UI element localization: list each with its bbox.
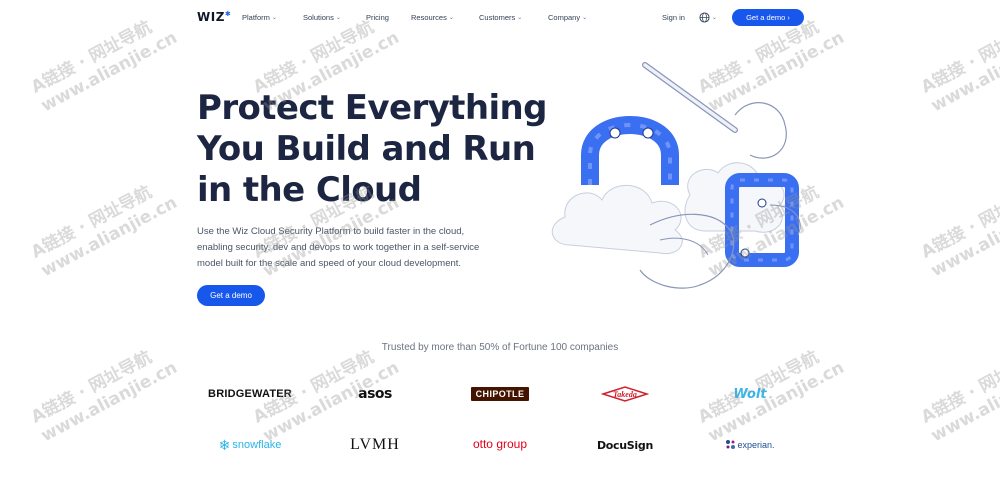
logo-text: LVMH xyxy=(350,436,400,453)
watermark-line: www.alianjie.cn xyxy=(37,27,181,117)
takeda-diamond-icon xyxy=(601,386,649,402)
logo-text: WIZ xyxy=(197,10,225,24)
chevron-down-icon: ⌄ xyxy=(582,15,588,21)
hero-title-line: in the Cloud xyxy=(197,170,422,210)
chipotle-logo: CHIPOTLE xyxy=(455,384,545,404)
sign-in-link[interactable]: Sign in xyxy=(662,13,685,22)
nav-item-label: Customers xyxy=(479,13,516,22)
get-demo-nav-button[interactable]: Get a demo › xyxy=(732,9,804,26)
lvmh-logo: LVMH xyxy=(330,435,420,455)
hero-title-line: You Build and Run xyxy=(197,129,536,169)
language-selector[interactable]: ⌄ xyxy=(699,11,721,23)
chevron-down-icon: ⌄ xyxy=(271,15,277,21)
logo-text: CHIPOTLE xyxy=(470,387,530,401)
hero-title: Protect Everything You Build and Run in … xyxy=(197,88,557,211)
watermark-line: A链接 · 网址导航 xyxy=(918,182,1000,263)
nav-item-resources[interactable]: Resources⌄ xyxy=(411,13,454,22)
wolt-logo: Wolt xyxy=(715,384,785,404)
trusted-heading: Trusted by more than 50% of Fortune 100 … xyxy=(381,342,619,353)
snowflake-logo: ❄ snowflake xyxy=(205,435,295,455)
logo-text: Takeda xyxy=(613,389,637,399)
bridgewater-logo: BRIDGEWATER xyxy=(200,384,300,404)
chevron-down-icon: ⌄ xyxy=(448,15,454,21)
nav-item-pricing[interactable]: Pricing xyxy=(366,13,389,22)
nav-item-solutions[interactable]: Solutions⌄ xyxy=(303,13,341,22)
hero-description: Use the Wiz Cloud Security Platform to b… xyxy=(197,226,480,269)
chevron-down-icon: ⌄ xyxy=(712,14,718,21)
chevron-down-icon: ⌄ xyxy=(335,15,341,21)
nav-item-platform[interactable]: Platform⌄ xyxy=(242,13,277,22)
experian-logo: experian. xyxy=(710,435,790,455)
wiz-logo[interactable]: WIZ✱ xyxy=(197,10,231,24)
logo-text: DocuSign xyxy=(596,438,654,452)
hero-title-line: Protect Everything xyxy=(197,88,547,128)
globe-icon xyxy=(699,11,710,23)
nav-item-customers[interactable]: Customers⌄ xyxy=(479,13,522,22)
chevron-right-icon: › xyxy=(787,13,790,22)
logo-text: otto group xyxy=(472,437,528,451)
logo-text: experian. xyxy=(737,440,775,450)
logo-text: Wolt xyxy=(733,386,767,402)
asos-logo: asos xyxy=(330,384,420,404)
experian-dots-icon xyxy=(726,440,736,449)
nav-item-label: Pricing xyxy=(366,13,389,22)
watermark-line: www.alianjie.cn xyxy=(927,27,1000,117)
otto-group-logo: otto group xyxy=(455,434,545,454)
get-demo-hero-button[interactable]: Get a demo xyxy=(197,285,265,306)
nav-item-label: Platform xyxy=(242,13,270,22)
top-navigation: WIZ✱ Platform⌄ Solutions⌄ Pricing Resour… xyxy=(0,0,1000,36)
docusign-logo: DocuSign xyxy=(580,435,670,455)
watermark-line: www.alianjie.cn xyxy=(927,357,1000,447)
logo-text: snowflake xyxy=(232,439,282,451)
watermark-line: A链接 · 网址导航 xyxy=(28,182,156,263)
nav-item-label: Solutions xyxy=(303,13,334,22)
watermark-line: www.alianjie.cn xyxy=(37,192,181,282)
logo-text: asos xyxy=(358,386,392,402)
nav-item-label: Resources xyxy=(411,13,447,22)
logo-text: BRIDGEWATER xyxy=(208,388,292,400)
watermark-line: www.alianjie.cn xyxy=(37,357,181,447)
watermark-line: www.alianjie.cn xyxy=(927,192,1000,282)
takeda-logo: Takeda xyxy=(590,384,660,404)
cloud-pipeline-illustration xyxy=(552,62,801,289)
nav-item-label: Company xyxy=(548,13,581,22)
chevron-down-icon: ⌄ xyxy=(517,15,523,21)
button-label: Get a demo xyxy=(746,13,786,22)
logo-star-icon: ✱ xyxy=(224,10,232,18)
snowflake-icon: ❄ xyxy=(218,436,231,453)
nav-item-company[interactable]: Company⌄ xyxy=(548,13,587,22)
